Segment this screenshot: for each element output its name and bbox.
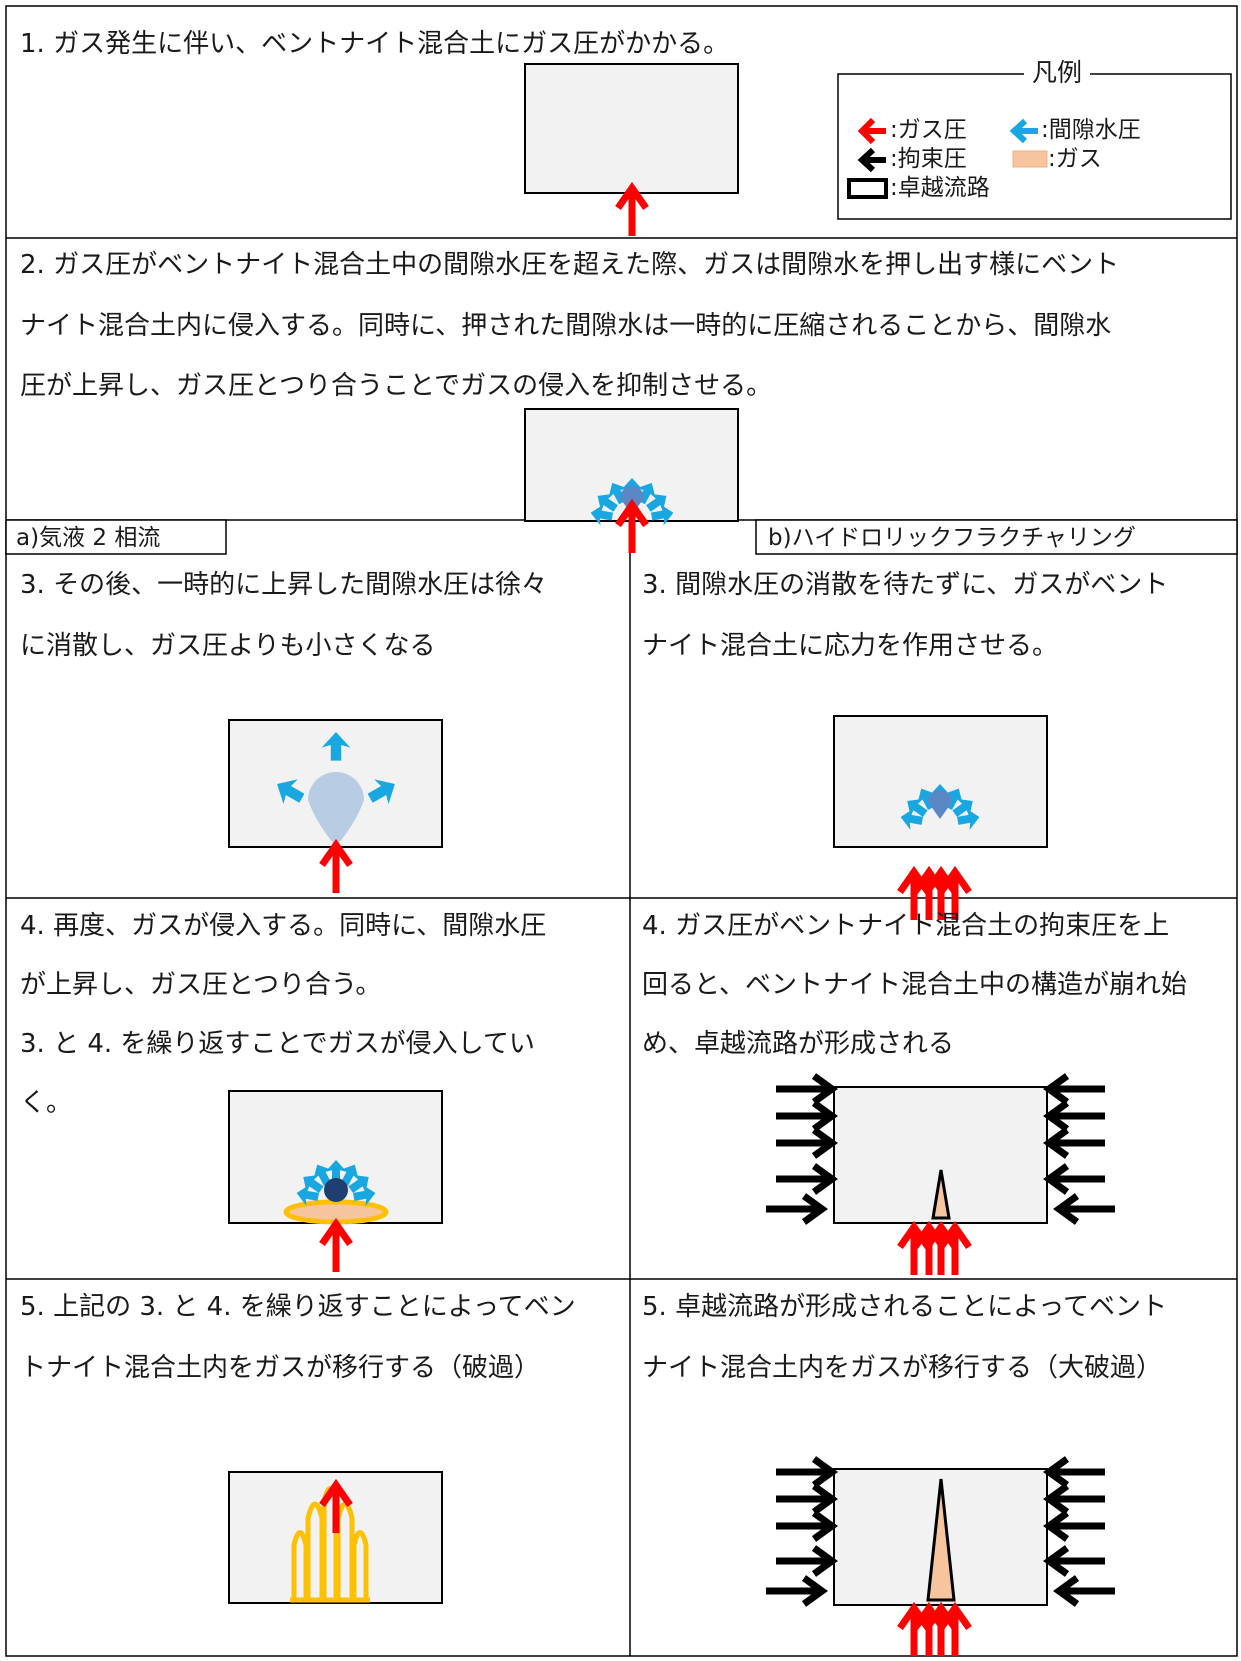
legend-gas-label: :ガス xyxy=(1048,146,1102,172)
b3-line1: 3. 間隙水圧の消散を待たずに、ガスがベント xyxy=(642,570,1169,600)
label-b-box xyxy=(755,519,1238,555)
soil-box-1 xyxy=(524,63,739,194)
label-b: b)ハイドロリックフラクチャリング xyxy=(768,525,1136,551)
step2-line3: 圧が上昇し、ガス圧とつり合うことでガスの侵入を抑制させる。 xyxy=(20,371,773,401)
a4-line3: 3. と 4. を繰り返すことでガスが侵入してい xyxy=(20,1029,535,1059)
preferential-path-b5 xyxy=(926,1478,956,1602)
legend-gas-pressure-icon xyxy=(857,117,886,145)
a5-line1: 5. 上記の 3. と 4. を繰り返すことによってベン xyxy=(20,1292,576,1322)
b4-line3: め、卓越流路が形成される xyxy=(642,1029,955,1059)
confining-arrows-left-b5 xyxy=(766,1459,832,1604)
legend-confining-label: :拘束圧 xyxy=(890,146,967,172)
a5-line2: トナイト混合土内をガスが移行する（破過） xyxy=(20,1353,541,1383)
gas-pressure-arrow-a3 xyxy=(322,845,350,893)
pore-pressure-arrows-a4 xyxy=(294,1159,378,1208)
label-a-box xyxy=(5,519,227,555)
legend-pore-pressure-icon xyxy=(1009,118,1038,144)
confining-arrows-left-b4 xyxy=(766,1076,832,1222)
a3-line2: に消散し、ガス圧よりも小さくなる xyxy=(20,631,436,661)
pore-pressure-arrows-b3 xyxy=(898,783,982,832)
b5-line1: 5. 卓越流路が形成されることによってベント xyxy=(642,1292,1167,1322)
a4-line4: く。 xyxy=(20,1088,73,1118)
legend-path-label: :卓越流路 xyxy=(890,175,990,201)
step2-line1: 2. ガス圧がベントナイト混合土中の間隙水圧を超えた際、ガスは間隙水を押し出す様… xyxy=(20,250,1120,280)
b4-line2: 回ると、ベントナイト混合土中の構造が崩れ始 xyxy=(642,970,1187,1000)
gas-pressure-arrow-a4 xyxy=(322,1224,350,1272)
legend-gas-pressure-label: :ガス圧 xyxy=(890,117,967,143)
gas-pressure-arrows-b5 xyxy=(900,1608,969,1656)
step2-line2: ナイト混合土内に侵入する。同時に、押された間隙水は一時的に圧縮されることから、間… xyxy=(20,311,1112,341)
preferential-path-b4 xyxy=(931,1169,951,1220)
legend-path-icon xyxy=(847,178,888,199)
gas-pressure-arrow xyxy=(618,188,646,236)
confining-arrows-right-b4 xyxy=(1049,1076,1115,1222)
legend-confining-icon xyxy=(857,147,886,173)
a4-line2: が上昇し、ガス圧とつり合う。 xyxy=(20,970,382,1000)
soil-box-b3 xyxy=(833,715,1048,848)
label-a: a)気液 2 相流 xyxy=(16,525,161,551)
pore-pressure-arrows-2 xyxy=(588,477,676,528)
b5-line2: ナイト混合土内をガスが移行する（大破過） xyxy=(642,1353,1163,1383)
legend-pore-pressure-label: :間隙水圧 xyxy=(1041,117,1141,143)
gas-bubble-a3 xyxy=(308,772,364,846)
step1-text: 1. ガス発生に伴い、ベントナイト混合土にガス圧がかかる。 xyxy=(20,29,730,59)
legend-box xyxy=(837,73,1232,220)
a3-line1: 3. その後、一時的に上昇した間隙水圧は徐々 xyxy=(20,570,548,600)
confining-arrows-right-b5 xyxy=(1049,1459,1115,1604)
b4-line1: 4. ガス圧がベントナイト混合土の拘束圧を上 xyxy=(642,911,1170,941)
legend-title: 凡例 xyxy=(1024,60,1091,85)
gas-pressure-arrows-b4 xyxy=(900,1227,969,1275)
legend-gas-icon xyxy=(1012,150,1048,168)
b3-line2: ナイト混合土に応力を作用させる。 xyxy=(642,631,1059,661)
a4-line1: 4. 再度、ガスが侵入する。同時に、間隙水圧 xyxy=(20,911,547,941)
